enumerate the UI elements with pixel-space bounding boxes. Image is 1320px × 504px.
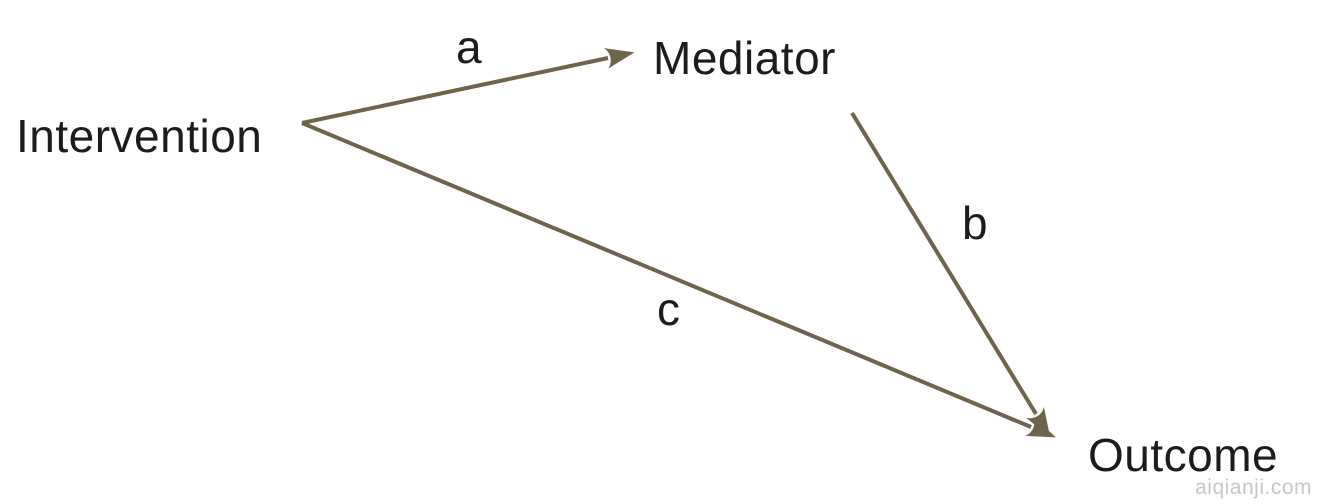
- node-outcome: Outcome: [1088, 429, 1279, 481]
- edge-b-arrow: [850, 111, 1051, 438]
- node-intervention: Intervention: [16, 110, 263, 162]
- edge-label-a: a: [456, 21, 482, 73]
- watermark-text: aiqianji.com: [1195, 476, 1312, 499]
- node-mediator: Mediator: [653, 32, 836, 84]
- edge-c-arrow: [301, 121, 1056, 438]
- edge-label-c: c: [657, 283, 680, 335]
- edge-a-arrow: [301, 48, 635, 125]
- edge-label-b: b: [962, 197, 988, 249]
